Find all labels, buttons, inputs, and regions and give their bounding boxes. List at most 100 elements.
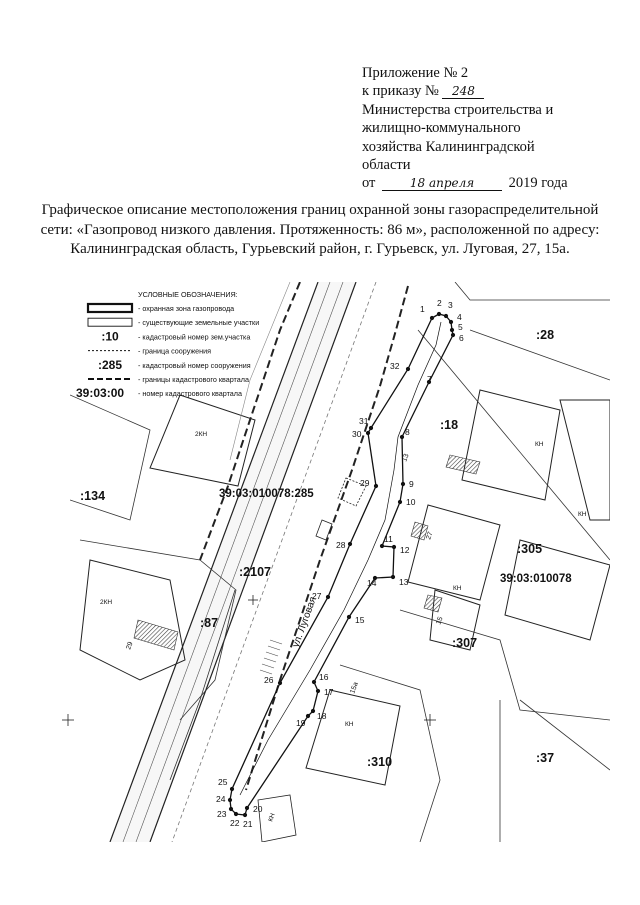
legend-text-3: - кадастровый номер зем.участка xyxy=(138,332,250,341)
label-kn-bottom: КН xyxy=(267,812,277,823)
zone-point-4 xyxy=(448,319,454,325)
label-parcel-305: :305 xyxy=(517,542,542,556)
building-15a xyxy=(305,689,401,786)
zone-point-22 xyxy=(233,811,239,817)
label-structure-285: 39:03:010078:285 xyxy=(219,488,314,500)
parcel-line-18 xyxy=(417,329,610,561)
road-line-2 xyxy=(135,282,344,842)
order-line: к приказу № 248 xyxy=(362,82,602,100)
label-house-15a: 15а xyxy=(349,681,360,694)
grid-crosses xyxy=(62,595,436,726)
label-house-13: 13 xyxy=(401,453,410,463)
zone-point-label-27: 27 xyxy=(312,591,322,601)
zone-point-label-1: 1 xyxy=(420,304,425,314)
zone-point-label-21: 21 xyxy=(243,819,253,829)
label-parcel-134: :134 xyxy=(80,489,105,503)
legend-text-4: - граница сооружения xyxy=(138,347,211,356)
date-line: от 18 апреля 2019 года xyxy=(362,174,602,192)
hatched-annex-307 xyxy=(423,594,443,613)
zone-point-label-17: 17 xyxy=(324,687,334,697)
legend-text-6: - границы кадастрового квартала xyxy=(138,375,249,384)
legend-symbol-2 xyxy=(87,317,133,327)
zone-point-19 xyxy=(305,713,311,719)
map-labels: :28 :18 :134 39:03:010078:285 :305 39:03… xyxy=(80,328,587,823)
label-kn-15a: КН xyxy=(345,721,354,728)
building-307-annex xyxy=(429,589,481,651)
zone-point-label-28: 28 xyxy=(336,540,346,550)
parcel-edge-right xyxy=(171,282,377,842)
steps-pattern xyxy=(259,639,283,675)
label-parcel-18: :18 xyxy=(440,418,458,432)
zone-point-14 xyxy=(372,575,378,581)
legend-text-2: - существующие земельные участки xyxy=(138,318,259,327)
gas-pipeline-axis xyxy=(239,321,442,796)
ministry-line-4: области xyxy=(362,157,411,174)
label-kn-left-mid: 2КН xyxy=(100,599,112,606)
zone-point-label-30: 30 xyxy=(352,429,362,439)
date-prefix: от xyxy=(362,175,376,192)
zone-point-label-6: 6 xyxy=(459,333,464,343)
label-house-27: 27 xyxy=(425,531,434,541)
appendix-block: Приложение № 2 к приказу № 248 Министерс… xyxy=(362,64,602,193)
parcel-left-87 xyxy=(79,539,237,721)
zone-point-label-2: 2 xyxy=(437,298,442,308)
zone-point-12 xyxy=(391,544,397,550)
zone-point-label-12: 12 xyxy=(400,545,410,555)
parcel-28 xyxy=(454,282,610,301)
zone-point-label-25: 25 xyxy=(218,777,228,787)
zone-point-8 xyxy=(399,434,405,440)
zone-point-label-10: 10 xyxy=(406,497,416,507)
building-bottom xyxy=(257,794,297,842)
ministry-line-1: Министерства строительства и xyxy=(362,101,554,118)
map-background xyxy=(70,282,610,842)
zone-point-label-19: 19 xyxy=(296,718,306,728)
zone-point-6 xyxy=(450,332,456,338)
building-left-mid xyxy=(79,559,186,681)
quarter-boundary-1 xyxy=(245,285,409,791)
zone-point-label-14: 14 xyxy=(367,578,377,588)
order-prefix: к приказу № xyxy=(362,83,439,100)
label-kn-27: КН xyxy=(453,585,462,592)
legend: УСЛОВНЫЕ ОБОЗНАЧЕНИЯ: - охранная зона га… xyxy=(76,290,259,400)
label-parcel-87: :87 xyxy=(200,616,218,630)
legend-title: УСЛОВНЫЕ ОБОЗНАЧЕНИЯ: xyxy=(138,290,238,299)
zone-point-18 xyxy=(310,708,316,714)
legend-text-7: - номер кадастрового квартала xyxy=(138,389,242,398)
zone-point-28 xyxy=(347,541,353,547)
legend-symbol-5: :285 xyxy=(98,358,122,372)
legend-symbol-3: :10 xyxy=(101,329,119,343)
zone-point-30 xyxy=(365,430,371,436)
zone-point-7 xyxy=(426,379,432,385)
parcel-line-top-left xyxy=(229,282,291,461)
label-parcel-310: :310 xyxy=(367,755,392,769)
zone-point-20 xyxy=(244,805,250,811)
zone-point-29 xyxy=(373,483,379,489)
building-27 xyxy=(407,504,501,601)
label-house-15: 15 xyxy=(435,616,444,626)
zone-point-26 xyxy=(277,680,283,686)
parcel-line-28 xyxy=(469,329,610,381)
label-kn-right-top: КН xyxy=(535,441,544,448)
legend-text-5: - кадастровый номер сооружения xyxy=(138,361,251,370)
building-left-top xyxy=(149,394,256,487)
zone-point-label-22: 22 xyxy=(230,818,240,828)
label-quarter-number: 39:03:010078 xyxy=(500,573,572,585)
road-edge-right xyxy=(149,282,357,842)
zone-point-32 xyxy=(405,366,411,372)
order-number-handwritten: 248 xyxy=(442,84,485,100)
parcel-left-134 xyxy=(70,394,151,521)
ministry-line-3: хозяйства Калининградской xyxy=(362,138,535,155)
parcel-line-2107 xyxy=(169,589,236,781)
zone-point-10 xyxy=(397,499,403,505)
zone-point-2 xyxy=(436,311,442,317)
hatched-annex-27 xyxy=(410,521,429,541)
zone-point-5 xyxy=(449,327,455,333)
description-heading: Графическое описание местоположения гран… xyxy=(40,202,600,258)
legend-symbol-1 xyxy=(86,302,134,314)
zone-point-label-3: 3 xyxy=(448,300,453,310)
structure-29 xyxy=(337,477,367,507)
zone-point-label-8: 8 xyxy=(405,427,410,437)
zone-point-label-13: 13 xyxy=(399,577,409,587)
